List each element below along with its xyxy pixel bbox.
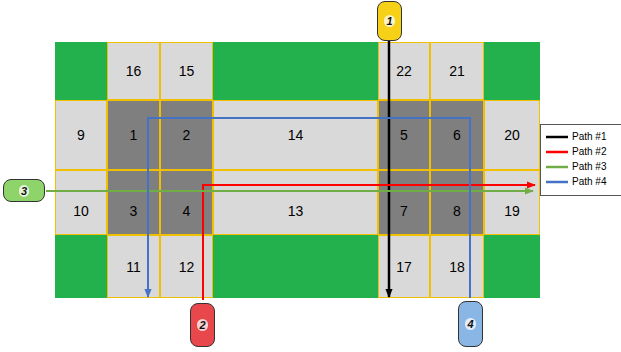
legend-line-sample — [545, 178, 569, 186]
car: 3 — [3, 179, 45, 202]
road-cell: 15 — [160, 42, 213, 100]
road-cell: 21 — [430, 42, 484, 100]
cell-number: 11 — [126, 259, 141, 275]
legend-text: Path #2 — [572, 146, 606, 157]
cell-number: 19 — [504, 203, 520, 219]
road-cell: 16 — [107, 42, 160, 100]
road-cell: 4 — [160, 170, 213, 235]
cell-number: 21 — [449, 63, 465, 79]
legend-line-sample — [545, 133, 569, 141]
cell-number: 13 — [288, 203, 304, 219]
grass-area — [55, 42, 540, 298]
cell-number: 17 — [396, 259, 412, 275]
legend-text: Path #4 — [572, 176, 606, 187]
road-cell: 2 — [160, 100, 213, 170]
legend-box: Path #1 Path #2 Path #3 Path #4 — [540, 124, 621, 196]
car: 4 — [458, 301, 483, 347]
road-cell: 13 — [213, 170, 378, 235]
road-cell: 8 — [430, 170, 484, 235]
cell-number: 10 — [73, 203, 89, 219]
road-cell: 1 — [107, 100, 160, 170]
road-cell: 12 — [160, 235, 213, 298]
road-cell: 9 — [55, 100, 107, 170]
road-cell: 3 — [107, 170, 160, 235]
cell-number: 16 — [126, 63, 142, 79]
cell-number: 6 — [453, 127, 461, 143]
cell-number: 5 — [400, 127, 408, 143]
road-cell: 11 — [107, 235, 160, 298]
legend-row: Path #4 — [545, 174, 621, 189]
cell-number: 20 — [504, 127, 520, 143]
cell-number: 3 — [130, 203, 138, 219]
car-number: 4 — [465, 318, 475, 330]
cell-number: 2 — [183, 127, 191, 143]
road-cell: 7 — [378, 170, 430, 235]
legend-row: Path #3 — [545, 159, 621, 174]
road-cell: 18 — [430, 235, 484, 298]
cell-number: 4 — [183, 203, 191, 219]
road-cell: 10 — [55, 170, 107, 235]
cell-number: 15 — [179, 63, 195, 79]
cell-number: 9 — [77, 127, 85, 143]
cell-number: 12 — [179, 259, 195, 275]
road-cell: 19 — [484, 170, 540, 235]
cell-number: 14 — [288, 127, 304, 143]
car-number: 3 — [19, 185, 29, 197]
car: 2 — [190, 303, 215, 347]
car-number: 2 — [197, 319, 207, 331]
road-cell: 20 — [484, 100, 540, 170]
cell-number: 18 — [449, 259, 465, 275]
cell-number: 7 — [400, 203, 408, 219]
road-cell: 6 — [430, 100, 484, 170]
legend-text: Path #1 — [572, 131, 606, 142]
cell-number: 8 — [453, 203, 461, 219]
legend-text: Path #3 — [572, 161, 606, 172]
cell-number: 22 — [396, 63, 412, 79]
cell-number: 1 — [130, 127, 138, 143]
legend-row: Path #2 — [545, 144, 621, 159]
legend-line-sample — [545, 148, 569, 156]
car-number: 1 — [384, 15, 394, 27]
road-cell: 5 — [378, 100, 430, 170]
road-cell: 22 — [378, 42, 430, 100]
car: 1 — [377, 1, 402, 41]
legend-line-sample — [545, 163, 569, 171]
road-cell: 17 — [378, 235, 430, 298]
legend-row: Path #1 — [545, 129, 621, 144]
road-cell: 14 — [213, 100, 378, 170]
